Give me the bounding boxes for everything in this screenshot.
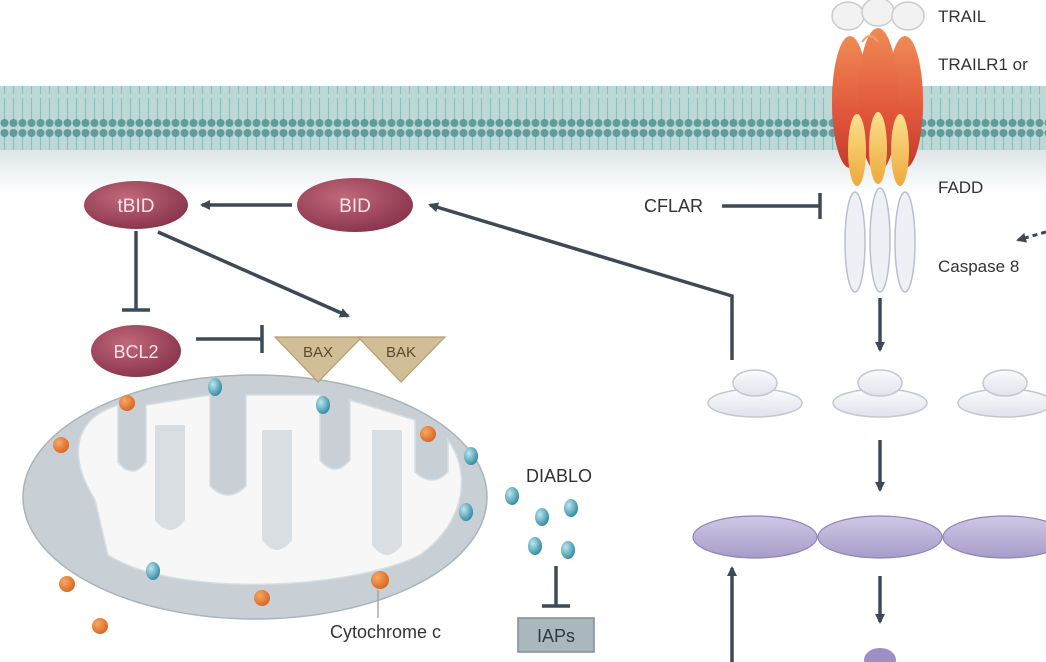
label-receptor: TRAILR1 or xyxy=(938,55,1028,74)
procaspase-8-dimers xyxy=(844,187,916,293)
procaspase-group xyxy=(707,369,1046,418)
fadd-adaptor xyxy=(848,112,909,186)
bid-protein xyxy=(297,178,413,232)
active-caspase-group xyxy=(692,515,1046,559)
procaspase-3 xyxy=(957,369,1046,418)
label-cytochrome-c: Cytochrome c xyxy=(330,622,441,642)
label-tbid: tBID xyxy=(118,196,155,217)
arrow-caspase-to-bid xyxy=(428,202,734,360)
mitochondrion-crista-2 xyxy=(262,430,292,550)
label-iaps: IAPs xyxy=(537,626,575,646)
label-trail: TRAIL xyxy=(938,7,986,26)
active-caspase-3 xyxy=(942,515,1046,559)
diablo-molecules xyxy=(146,378,578,580)
label-diablo: DIABLO xyxy=(526,466,592,486)
trail-ligand xyxy=(831,0,925,31)
label-bcl2: BCL2 xyxy=(113,342,158,362)
caspase8-dashed-arrow xyxy=(1016,230,1046,243)
effector-product xyxy=(864,648,896,662)
mitochondrion-crista-1 xyxy=(155,425,185,530)
active-caspase-1 xyxy=(692,515,818,559)
active-caspase-2 xyxy=(817,515,943,559)
cytochrome-c-molecules xyxy=(53,395,436,634)
label-fadd: FADD xyxy=(938,178,983,197)
bax-pore xyxy=(273,336,364,383)
iaps-box xyxy=(517,617,595,653)
procaspase-1 xyxy=(707,369,803,418)
mitochondrion xyxy=(22,374,488,620)
mitochondrion-crista-3 xyxy=(372,430,402,555)
label-bax: BAX xyxy=(303,344,333,361)
procaspase-2 xyxy=(832,369,928,418)
label-bid: BID xyxy=(339,196,371,217)
arrow-tbid-to-bax xyxy=(157,230,350,318)
tbid-protein xyxy=(84,181,188,229)
label-bak: BAK xyxy=(386,344,416,361)
bcl2-protein xyxy=(91,325,181,377)
label-cflar: CFLAR xyxy=(644,196,703,216)
bak-pore xyxy=(356,336,447,383)
label-caspase8: Caspase 8 xyxy=(938,257,1019,276)
